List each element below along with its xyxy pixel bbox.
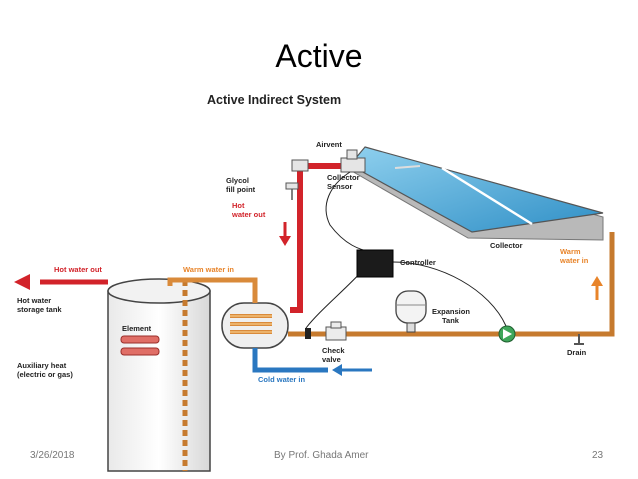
label-collector: Collector: [490, 241, 523, 250]
label-element: Element: [122, 324, 152, 333]
label-warm-water-in-right-2: water in: [559, 256, 589, 265]
label-warm-water-in-right-1: Warm: [560, 247, 581, 256]
solar-collector: [349, 146, 604, 241]
label-airvent: Airvent: [316, 140, 342, 149]
label-hot-water-out-red-1: Hot: [232, 201, 245, 210]
controller-box: [356, 249, 394, 278]
label-expansion-1: Expansion: [432, 307, 470, 316]
label-glycol-1: Glycol: [226, 176, 249, 185]
label-storage-2: storage tank: [17, 305, 62, 314]
cold-water-in-arrow: [332, 364, 372, 376]
controller-wire-2: [392, 261, 507, 327]
check-valve: [325, 321, 347, 341]
footer-date: 3/26/2018: [30, 450, 75, 461]
pump: [498, 325, 516, 343]
footer-page-number: 23: [592, 450, 604, 461]
airvent-fitting: [285, 149, 366, 200]
diagram-heading: Active Indirect System: [207, 93, 341, 107]
label-hot-water-out: Hot water out: [54, 265, 102, 274]
label-aux-1: Auxiliary heat: [17, 361, 67, 370]
label-warm-water-in: Warm water in: [183, 265, 234, 274]
label-expansion-2: Tank: [442, 316, 460, 325]
hot-water-out-down-arrow: [279, 222, 291, 246]
label-cold-water-in: Cold water in: [258, 375, 306, 384]
warm-water-in-pipe: [167, 277, 258, 303]
heat-exchanger: [221, 302, 289, 349]
return-loop-pipe: [288, 232, 615, 337]
warm-water-in-up-arrow: [591, 276, 603, 300]
label-check-1: Check: [322, 346, 345, 355]
hot-loop-pipe: [290, 163, 343, 313]
label-check-2: valve: [322, 355, 341, 364]
cold-water-in-pipe: [252, 348, 328, 373]
label-controller: Controller: [400, 258, 436, 267]
label-hot-water-out-red-2: water out: [231, 210, 266, 219]
label-drain: Drain: [567, 348, 587, 357]
label-aux-2: (electric or gas): [17, 370, 73, 379]
slide-title: Active: [275, 38, 363, 74]
sensor-wire: [325, 171, 373, 253]
controller-wire-1: [305, 267, 366, 329]
pipe-coupling: [305, 328, 311, 339]
drain-valve: [574, 334, 584, 345]
footer-author: By Prof. Ghada Amer: [274, 450, 369, 461]
storage-tank: [107, 278, 211, 472]
label-glycol-2: fill point: [226, 185, 256, 194]
hot-water-out-arrow: [14, 274, 30, 290]
label-collector-sensor-1: Collector: [327, 173, 360, 182]
label-collector-sensor-2: Sensor: [327, 182, 353, 191]
expansion-tank: [395, 290, 427, 333]
label-storage-1: Hot water: [17, 296, 51, 305]
